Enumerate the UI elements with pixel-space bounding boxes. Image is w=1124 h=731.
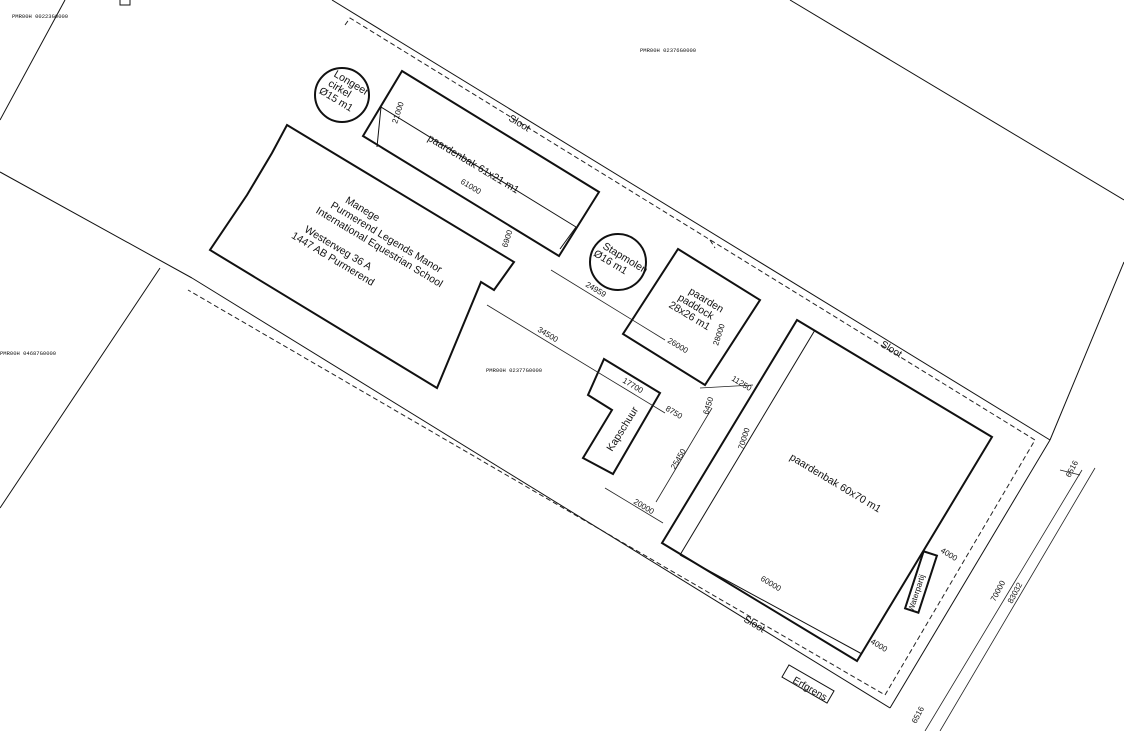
paddock	[621, 247, 762, 387]
sloot-label-3: Sloot	[741, 614, 766, 635]
waterpartij	[903, 550, 939, 614]
erfgrens-box	[781, 664, 835, 704]
dim-8750: 8750	[664, 404, 684, 421]
large-arena	[660, 318, 994, 663]
dim-24959: 24959	[584, 280, 608, 299]
large-arena-label: paardenbak 60x70 m1	[787, 451, 883, 515]
dim-26000: 26000	[666, 336, 690, 355]
dim-28000: 28000	[711, 322, 727, 346]
dim-60000: 60000	[759, 574, 783, 593]
parcel-code-1: PMR00H 00223G0000	[12, 13, 68, 20]
erfgrens-label: Erfgrens	[791, 675, 829, 703]
dim-6450: 6450	[701, 395, 715, 415]
sloot-label-2: Sloot	[878, 339, 903, 360]
manege-building	[208, 123, 516, 390]
longeer-circle	[314, 67, 370, 123]
dim-11250: 11250	[730, 374, 754, 393]
parcel-code-3: PMR00H 04687G0000	[0, 350, 56, 357]
sloot-dashed-lines	[187, 17, 1036, 696]
manege-label: Manege Purmerend Legends Manor Internati…	[289, 194, 445, 290]
parcel-code-4: PMR00H 02377G0000	[486, 367, 542, 374]
dim-6516-bottom: 6516	[910, 705, 927, 725]
dim-20000: 20000	[632, 497, 656, 516]
sloot-label-1: Sloot	[506, 113, 531, 134]
dim-4000-bottom: 4000	[869, 637, 889, 654]
dimension-lines	[486, 269, 1096, 731]
kapschuur-building	[581, 357, 662, 476]
dim-4000-top: 4000	[939, 546, 959, 563]
parcel-boundaries	[0, 0, 1124, 709]
small-arena	[361, 69, 601, 258]
dim-25450: 25450	[669, 447, 688, 471]
parcel-code-2: PMR00H 02376G0000	[640, 47, 696, 54]
dim-61000: 61000	[459, 177, 483, 196]
dim-34500: 34500	[536, 325, 560, 344]
dim-6900: 6900	[500, 228, 514, 248]
stapmolen-circle	[589, 233, 647, 291]
dim-17700: 17700	[621, 376, 645, 395]
dim-6516-top: 6516	[1064, 459, 1081, 479]
